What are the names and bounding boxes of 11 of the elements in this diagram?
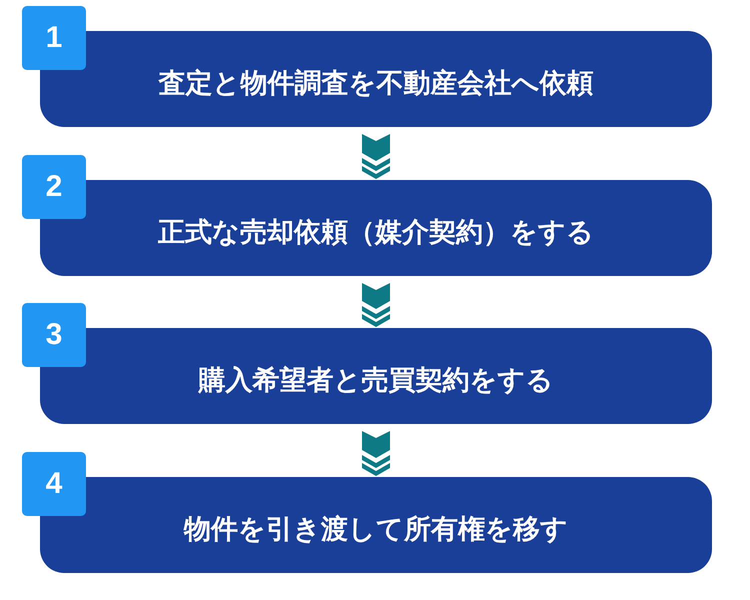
- step-text: 査定と物件調査を不動産会社へ依頼: [158, 67, 594, 101]
- step-number-badge: 4: [22, 452, 86, 516]
- step-number-badge: 2: [22, 155, 86, 219]
- step-text: 物件を引き渡して所有権を移す: [184, 513, 568, 547]
- chevron-arrow: [362, 134, 390, 179]
- step-number-badge: 1: [22, 6, 86, 70]
- step-text: 購入希望者と売買契約をする: [198, 364, 554, 398]
- chevron-arrow: [362, 283, 390, 327]
- step-text: 正式な売却依頼（媒介契約）をする: [158, 216, 594, 250]
- step-number-badge: 3: [22, 303, 86, 367]
- chevron-arrow: [362, 431, 390, 476]
